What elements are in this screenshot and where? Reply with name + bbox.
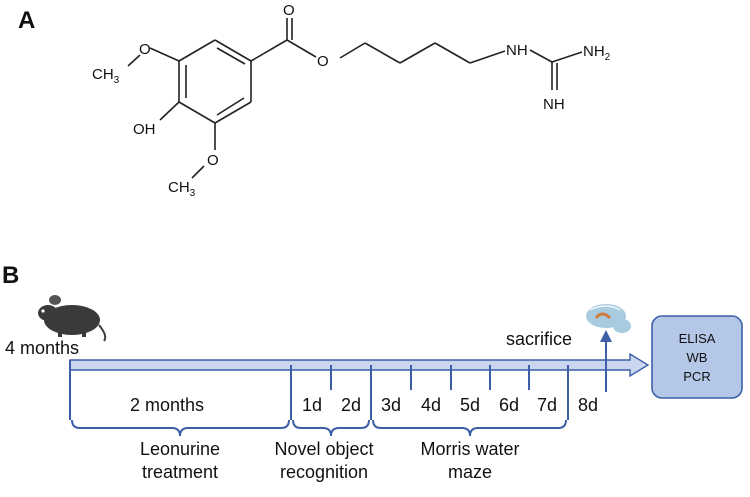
- methoxy-top-subscript: 3: [114, 75, 120, 86]
- day-labels: 1d 2d 3d 4d 5d 6d 7d 8d: [302, 395, 598, 415]
- ester-oxygen: O: [317, 53, 329, 70]
- treatment-phase-line2: treatment: [142, 462, 218, 482]
- methoxy-bottom-ch: CH: [168, 179, 190, 196]
- sacrifice-label: sacrifice: [506, 329, 572, 349]
- day-label: 6d: [499, 395, 519, 415]
- carbonyl-oxygen: O: [283, 2, 295, 19]
- assay-elisa: ELISA: [679, 331, 716, 346]
- day-label: 2d: [341, 395, 361, 415]
- leonurine-structure: [127, 18, 583, 179]
- phase-labels: Leonurine treatment Novel object recogni…: [140, 439, 520, 482]
- day-label: 3d: [381, 395, 401, 415]
- day-label: 1d: [302, 395, 322, 415]
- timeline-arrow: [69, 352, 650, 378]
- day-label: 5d: [460, 395, 480, 415]
- sacrifice-arrow: [600, 330, 612, 392]
- hydroxyl-group: OH: [133, 121, 156, 138]
- methoxy-bottom-group: CH3: [168, 179, 196, 199]
- amine-nh: NH: [506, 42, 528, 59]
- start-age-label: 4 months: [5, 338, 79, 358]
- novel-object-phase-line2: recognition: [280, 462, 368, 482]
- mouse-icon: [38, 295, 107, 342]
- morris-maze-phase-line1: Morris water: [420, 439, 519, 459]
- methoxy-top-group: CH3: [92, 66, 120, 86]
- amino-nh: NH: [583, 43, 605, 60]
- assays-box: ELISA WB PCR: [651, 315, 743, 399]
- morris-maze-phase-line2: maze: [448, 462, 492, 482]
- panel-b-label: B: [2, 262, 19, 289]
- structure-atom-labels: O O O CH3 OH O CH3 NH NH2 NH: [92, 2, 611, 199]
- panel-a-label: A: [18, 7, 35, 34]
- novel-object-bracket: [292, 419, 370, 437]
- timeline-ticks: [69, 360, 569, 420]
- day-label: 7d: [537, 395, 557, 415]
- phase-brackets: [71, 419, 567, 437]
- brain-icon: [586, 304, 631, 333]
- assay-pcr: PCR: [683, 369, 710, 384]
- amino-group: NH2: [583, 43, 611, 63]
- assay-wb: WB: [687, 350, 708, 365]
- methoxy-bottom-oxygen: O: [207, 152, 219, 169]
- novel-object-phase-line1: Novel object: [274, 439, 373, 459]
- treatment-phase-line1: Leonurine: [140, 439, 220, 459]
- methoxy-top-ch: CH: [92, 66, 114, 83]
- treatment-duration-label: 2 months: [130, 395, 204, 415]
- day-label: 8d: [578, 395, 598, 415]
- methoxy-top-oxygen: O: [139, 41, 151, 58]
- amino-subscript: 2: [605, 52, 611, 63]
- treatment-bracket: [71, 419, 290, 437]
- day-label: 4d: [421, 395, 441, 415]
- imine-nh: NH: [543, 96, 565, 113]
- methoxy-bottom-subscript: 3: [190, 188, 196, 199]
- morris-maze-bracket: [372, 419, 567, 437]
